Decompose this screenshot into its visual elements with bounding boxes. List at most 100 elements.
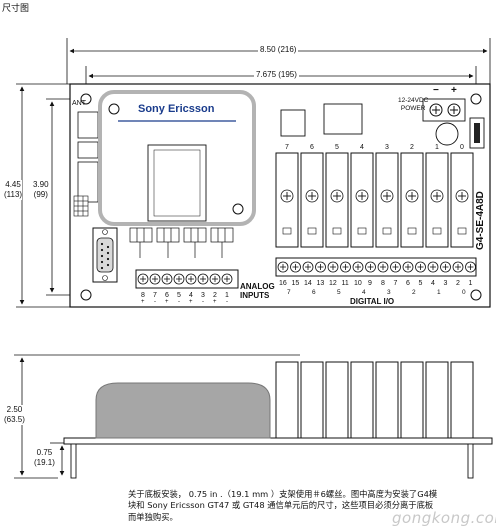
analog-polarity: + (165, 299, 169, 305)
analog-terminal-number: 6 (165, 292, 169, 299)
side-view (14, 354, 493, 479)
pin-header (73, 195, 89, 217)
mounting-hole (80, 93, 92, 105)
analog-polarity: + (189, 299, 193, 305)
module-hole (108, 103, 120, 115)
relay-lower-marks (282, 227, 467, 235)
analog-terminal-number: 2 (213, 292, 217, 299)
side-relay (400, 361, 424, 439)
overall-height-label: 4.45 (113) (4, 180, 23, 200)
side-relay (275, 361, 299, 439)
digital-terminal-number: 5 (418, 280, 423, 287)
module-hole (232, 203, 244, 215)
analog-jumpers (129, 227, 234, 258)
side-relay (425, 361, 449, 439)
mounting-hole (80, 289, 92, 301)
relay-number: 7 (285, 144, 289, 151)
brand-label: Sony Ericsson (138, 103, 215, 115)
digital-channel-number: 6 (312, 289, 316, 296)
relay-number: 4 (360, 144, 364, 151)
analog-terminal-number: 3 (201, 292, 205, 299)
digital-terminal-number: 12 (329, 280, 337, 287)
watermark: gongkong.com (392, 509, 496, 527)
standoff (70, 443, 77, 479)
side-relay (375, 361, 399, 439)
analog-terminal-block (135, 269, 239, 289)
standoff (467, 443, 474, 479)
analog-polarity: - (226, 299, 228, 305)
component-block (280, 109, 306, 137)
analog-terminal-number: 5 (177, 292, 181, 299)
relay-number: 1 (435, 144, 439, 151)
digital-terminal-number: 2 (456, 280, 460, 287)
digital-terminal-number: 8 (381, 280, 385, 287)
mounting-hole (470, 93, 482, 105)
analog-polarity: - (154, 299, 156, 305)
mounting-hole (470, 289, 482, 301)
side-module (95, 382, 271, 439)
digital-channel-number: 0 (462, 289, 466, 296)
analog-terminal-number: 7 (153, 292, 157, 299)
model-label: G4-SE-4A8D (475, 191, 486, 250)
hole-width-label: 7.675 (195) (254, 70, 299, 79)
power-label: 12-24VDC POWER (398, 97, 429, 112)
digital-io-label: DIGITAL I/O (350, 297, 395, 306)
page-title: 尺寸图 (2, 3, 30, 13)
serial-connector (92, 227, 118, 283)
digital-terminal-number: 7 (393, 280, 398, 287)
digital-channel-number: 2 (412, 289, 416, 296)
side-relay (350, 361, 374, 439)
component-height-label: 2.50 (63.5) (4, 405, 25, 425)
digital-terminal-number: 14 (304, 280, 312, 287)
digital-terminal-block (275, 257, 477, 277)
relay-number: 6 (310, 144, 314, 151)
digital-terminal-number: 15 (291, 280, 300, 287)
digital-channel-number: 4 (362, 289, 366, 296)
standoff-height-label: 0.75 (19.1) (34, 448, 55, 468)
side-relay (450, 361, 474, 439)
digital-terminal-number: 11 (341, 280, 349, 287)
hole-height-label: 3.90 (99) (33, 180, 49, 200)
digital-terminal-number: 1 (468, 280, 473, 287)
digital-terminal-number: 13 (316, 280, 325, 287)
power-plus: + (451, 85, 457, 96)
side-relay (300, 361, 324, 439)
analog-polarity: - (202, 299, 204, 305)
relay-number: 3 (385, 144, 389, 151)
side-board (63, 437, 493, 445)
module-chip (147, 144, 207, 222)
mounting-note: 关于底板安装， 0.75 in .（19.1 mm ）支架使用＃6螺丝。图中高度… (128, 489, 438, 522)
digital-channel-number: 1 (437, 289, 441, 296)
analog-polarity: + (213, 299, 217, 305)
digital-terminal-number: 10 (354, 280, 362, 287)
relay-number: 0 (460, 144, 464, 151)
power-terminal (422, 98, 466, 122)
capacitor (435, 122, 459, 146)
analog-terminal-number: 8 (141, 292, 145, 299)
digital-channel-number: 5 (337, 289, 341, 296)
analog-terminal-number: 4 (189, 292, 193, 299)
side-relay (325, 361, 349, 439)
analog-inputs-label: ANALOG INPUTS (240, 282, 275, 300)
mounting-holes (80, 93, 482, 301)
digital-terminal-number: 6 (406, 280, 410, 287)
digital-terminal-number: 9 (368, 280, 372, 287)
relay-number: 2 (410, 144, 414, 151)
relay-screw-slots (283, 192, 466, 200)
digital-terminal-number: 3 (443, 280, 448, 287)
antenna-connector (77, 111, 99, 203)
ant-label: ANT (72, 100, 86, 107)
digital-terminal-number: 4 (431, 280, 435, 287)
power-minus: − (433, 85, 439, 96)
analog-terminal-number: 1 (225, 292, 229, 299)
digital-terminal-number: 16 (279, 280, 287, 287)
overall-width-label: 8.50 (216) (258, 45, 299, 54)
analog-polarity: - (178, 299, 180, 305)
digital-channel-number: 3 (387, 289, 391, 296)
component-block (323, 103, 363, 135)
analog-polarity: + (141, 299, 145, 305)
digital-channel-number: 7 (287, 289, 291, 296)
relay-number: 5 (335, 144, 339, 151)
